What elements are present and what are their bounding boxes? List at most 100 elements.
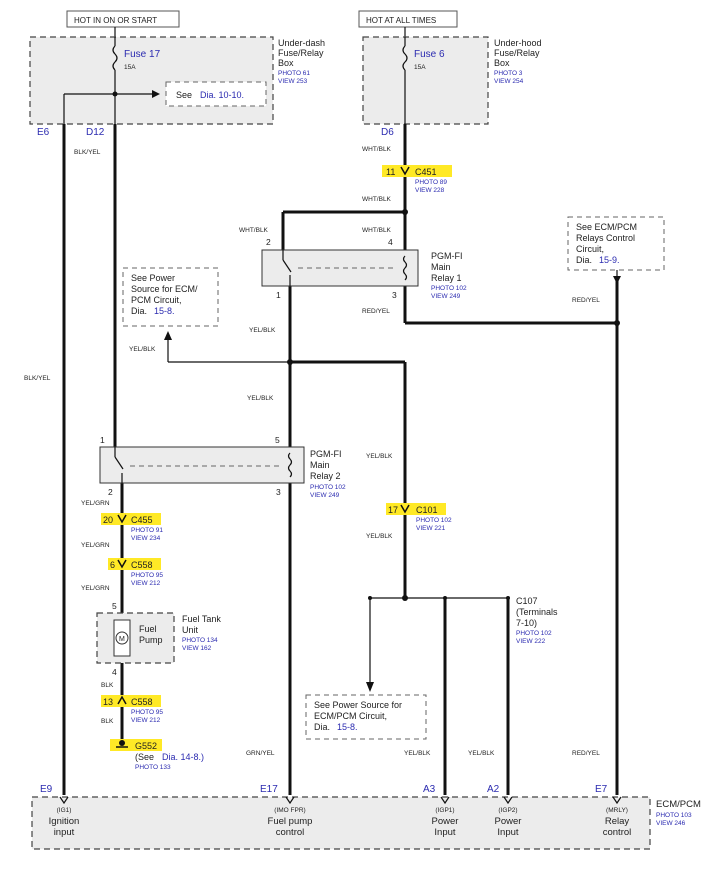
fuel-tank-box [96, 612, 175, 664]
terminal-d12: D12 [86, 127, 105, 138]
ecm-pin-igp1-l2: Input [434, 827, 455, 838]
fuel-tank-pin5: 5 [112, 601, 117, 611]
power-source-2-l1: See Power Source for [314, 700, 402, 710]
g552-note-prefix: (See [135, 752, 154, 762]
relay1-title-3: Relay 1 [431, 273, 462, 283]
terminal-a3: A3 [423, 784, 436, 795]
c107-line-1: C107 [516, 596, 538, 606]
ecm-pin-igp1-l1: Power [432, 816, 459, 827]
header-right-box [358, 10, 458, 28]
wire-label-blk-1: BLK [101, 682, 114, 689]
c101-view: VIEW 221 [416, 525, 446, 532]
ecm-relays-note-ref: 15-9. [599, 255, 620, 265]
fuse17-label: Fuse 17 [124, 49, 161, 60]
fuel-tank-pin4: 4 [112, 667, 117, 677]
ecm-title: ECM/PCM [656, 799, 701, 810]
header-left-text: HOT IN ON OR START [74, 16, 157, 25]
wire-label-grn-yel: GRN/YEL [246, 750, 275, 757]
fuse6-symbol [402, 45, 408, 71]
wire-label-wht-blk-1: WHT/BLK [362, 146, 392, 153]
c101-name: C101 [416, 505, 438, 515]
c558a-name: C558 [131, 560, 153, 570]
fuse6-amps: 15A [414, 64, 426, 71]
ecm-pin-imo-code: (IMO FPR) [274, 807, 305, 814]
ecm-relays-note-2: Relays Control [576, 233, 635, 243]
power-source-2-l2: ECM/PCM Circuit, [314, 711, 387, 721]
ecm-pin-ig1-code: (IG1) [57, 807, 72, 814]
power-source-2-ref: 15-8. [337, 722, 358, 732]
relay1-title-1: PGM-FI [431, 251, 463, 261]
relay2-box [99, 446, 305, 484]
g552-photo: PHOTO 133 [135, 764, 171, 771]
wire-label-blk-yel-top: BLK/YEL [74, 149, 101, 156]
underhood-title-2: Fuse/Relay [494, 48, 540, 58]
terminal-e9: E9 [40, 784, 53, 795]
c558b-highlight [101, 695, 161, 707]
fuel-tank-title-1: Fuel Tank [182, 614, 221, 624]
terminal-a2: A2 [487, 784, 500, 795]
fuse17-amps: 15A [124, 64, 136, 71]
relay2-pin2: 2 [108, 487, 113, 497]
relay1-pin4: 4 [388, 237, 393, 247]
wire-label-yel-blk-5: YEL/BLK [366, 533, 393, 540]
c451-name: C451 [415, 167, 437, 177]
relay2-pin5: 5 [275, 435, 280, 445]
ecm-pin-igp2-l1: Power [495, 816, 522, 827]
underdash-view: VIEW 253 [278, 78, 308, 85]
c558b-pin: 13 [103, 697, 113, 707]
relay2-title-2: Main [310, 460, 330, 470]
relay1-title-2: Main [431, 262, 451, 272]
c558a-photo: PHOTO 95 [131, 572, 163, 579]
c451-view: VIEW 228 [415, 187, 445, 194]
underhood-view: VIEW 254 [494, 78, 524, 85]
ecm-pin-igp2-l2: Input [497, 827, 518, 838]
wire-label-yel-blk-1: YEL/BLK [249, 327, 276, 334]
fuel-pump-motor-icon [115, 631, 129, 645]
underhood-photo: PHOTO 3 [494, 70, 523, 77]
wire-label-yel-grn-2: YEL/GRN [81, 542, 110, 549]
power-source-1-ref: 15-8. [154, 306, 175, 316]
c558a-view: VIEW 212 [131, 580, 161, 587]
ecm-pin-mrly-code: (MRLY) [606, 807, 628, 814]
ecm-pcm-box [31, 796, 651, 850]
relay1-pin1: 1 [276, 290, 281, 300]
underdash-title-2: Fuse/Relay [278, 48, 324, 58]
c455-pin: 20 [103, 515, 113, 525]
relay2-view: VIEW 249 [310, 492, 340, 499]
see-dia-10-10-prefix: See [176, 90, 192, 100]
relay1-pin3: 3 [392, 290, 397, 300]
fuse6-label: Fuse 6 [414, 49, 445, 60]
header-right-text: HOT AT ALL TIMES [366, 16, 436, 25]
terminal-e6: E6 [37, 127, 50, 138]
c107-view: VIEW 222 [516, 638, 546, 645]
power-source-1-l3: PCM Circuit, [131, 295, 182, 305]
power-source-note-1 [122, 267, 219, 327]
relay1-photo: PHOTO 102 [431, 285, 467, 292]
relay2-title-3: Relay 2 [310, 471, 341, 481]
power-source-2-prefix: Dia. [314, 722, 330, 732]
wire-label-red-yel-3: RED/YEL [572, 750, 600, 757]
ecm-relays-note [567, 216, 665, 271]
wire-label-red-yel-1: RED/YEL [362, 308, 390, 315]
g552-note-ref: Dia. 14-8.) [162, 752, 204, 762]
wire-label-red-yel-2: RED/YEL [572, 297, 600, 304]
c451-photo: PHOTO 89 [415, 179, 447, 186]
c455-highlight [101, 513, 161, 525]
ecm-pin-mrly-l2: control [603, 827, 632, 838]
underdash-photo: PHOTO 61 [278, 70, 310, 77]
ecm-pin-igp2-code: (IGP2) [498, 807, 517, 814]
wire-label-blk-2: BLK [101, 718, 114, 725]
terminal-e7: E7 [595, 784, 608, 795]
c455-view: VIEW 234 [131, 535, 161, 542]
wire-label-blk-yel-left: BLK/YEL [24, 375, 51, 382]
c451-highlight [382, 165, 452, 177]
power-source-1-l1: See Power [131, 273, 175, 283]
relay1-pin2: 2 [266, 237, 271, 247]
wire-label-yel-grn-3: YEL/GRN [81, 585, 110, 592]
fuel-pump-label-2: Pump [139, 635, 163, 645]
c101-pin: 17 [388, 505, 398, 515]
header-left-box [66, 10, 180, 28]
ecm-pin-ig1-l1: Ignition [49, 816, 80, 827]
ground-icon [119, 740, 125, 746]
